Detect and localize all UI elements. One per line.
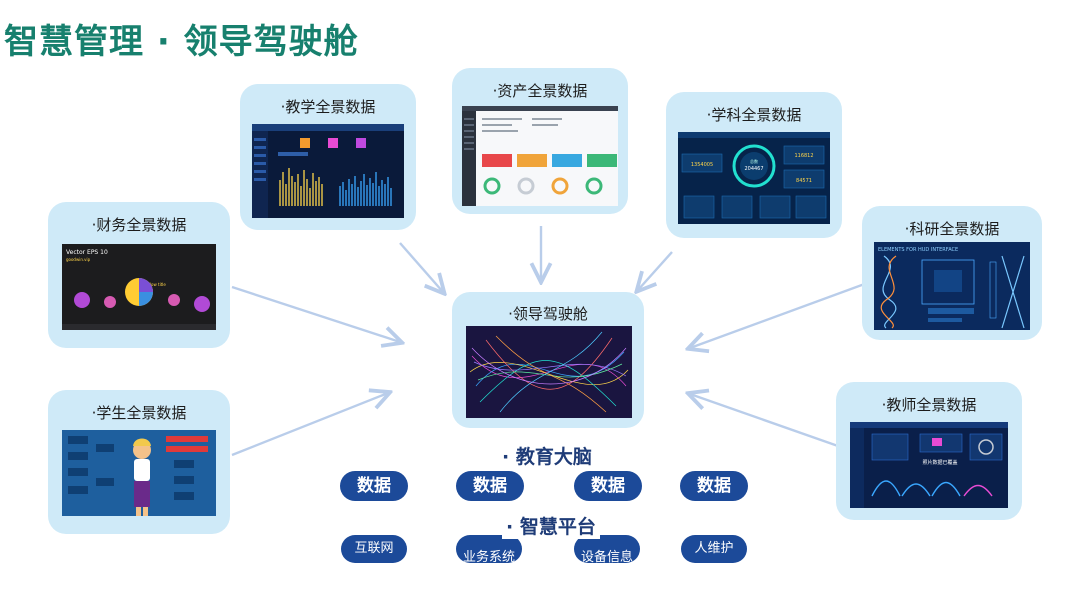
card-student[interactable]: ·学生全景数据 [48,390,230,534]
assets-dashboard-screenshot [462,106,618,206]
teaching-dashboard-screenshot [252,124,404,218]
subject-total-value: 204467 [744,166,763,172]
teacher-photo-label: 照片数据已覆盖 [922,459,957,466]
card-assets-label: ·资产全景数据 [492,82,588,100]
platform-pill-1[interactable]: 互联网 [341,535,407,563]
teacher-dashboard-screenshot: 照片数据已覆盖 [850,422,1008,508]
arrow-teaching [399,242,443,292]
card-teacher[interactable]: ·教师全景数据 照片数据已覆盖 [836,382,1022,520]
platform-pill-3[interactable]: 设备信息 [574,535,640,563]
subject-value-4: 84571 [796,178,812,184]
research-header: ELEMENTS FOR HUD INTERFACE [878,247,958,253]
platform-pill-2[interactable]: 业务系统 [456,535,522,563]
card-student-label: ·学生全景数据 [91,404,187,422]
brain-pill-2[interactable]: 数据 [456,471,524,501]
cockpit-network-screenshot [466,326,632,418]
finance-dashboard-screenshot: Vector EPS 10 goodwin.vip yellow title [62,244,216,330]
brain-pill-3[interactable]: 数据 [574,471,642,501]
brain-pill-1[interactable]: 数据 [340,471,408,501]
page-title: 智慧管理 · 领导驾驶舱 [4,22,359,62]
subject-dashboard-screenshot: 总数 204467 116812 1354005 84571 [678,132,830,224]
finance-subtitle: goodwin.vip [66,257,91,262]
platform-pill-4[interactable]: 人维护 [681,535,747,563]
arrow-teacher [690,394,839,448]
card-teacher-label: ·教师全景数据 [881,396,977,414]
brain-pill-4[interactable]: 数据 [680,471,748,501]
subject-value-3: 1354005 [691,162,713,168]
student-profile-screenshot [62,430,216,516]
card-assets[interactable]: ·资产全景数据 [452,68,628,214]
arrow-student [231,393,388,457]
finance-title: Vector EPS 10 [66,249,108,256]
research-hud-screenshot: ELEMENTS FOR HUD INTERFACE [874,242,1030,330]
subject-total-label: 总数 [750,158,758,164]
card-finance-label: ·财务全景数据 [91,216,187,234]
card-research[interactable]: ·科研全景数据 ELEMENTS FOR HUD INTERFACE [862,206,1042,340]
arrow-subject [638,251,673,290]
card-finance[interactable]: ·财务全景数据 Vector EPS 10 goodwin.vip yellow… [48,202,230,348]
card-teaching-label: ·教学全景数据 [280,98,376,116]
card-research-label: ·科研全景数据 [904,220,1000,238]
card-cockpit[interactable]: ·领导驾驶舱 [452,292,644,428]
card-teaching[interactable]: ·教学全景数据 [240,84,416,230]
arrow-finance [231,285,400,342]
card-cockpit-label: ·领导驾驶舱 [508,305,588,323]
card-subject[interactable]: ·学科全景数据 总数 204467 116812 1354005 84571 [666,92,842,238]
arrow-research [690,280,871,348]
platform-label: · 智慧平台 [502,512,600,539]
finance-caption: yellow title [144,282,166,287]
card-subject-label: ·学科全景数据 [706,106,802,124]
subject-value-2: 116812 [794,153,813,159]
brain-label: · 教育大脑 [502,446,592,468]
